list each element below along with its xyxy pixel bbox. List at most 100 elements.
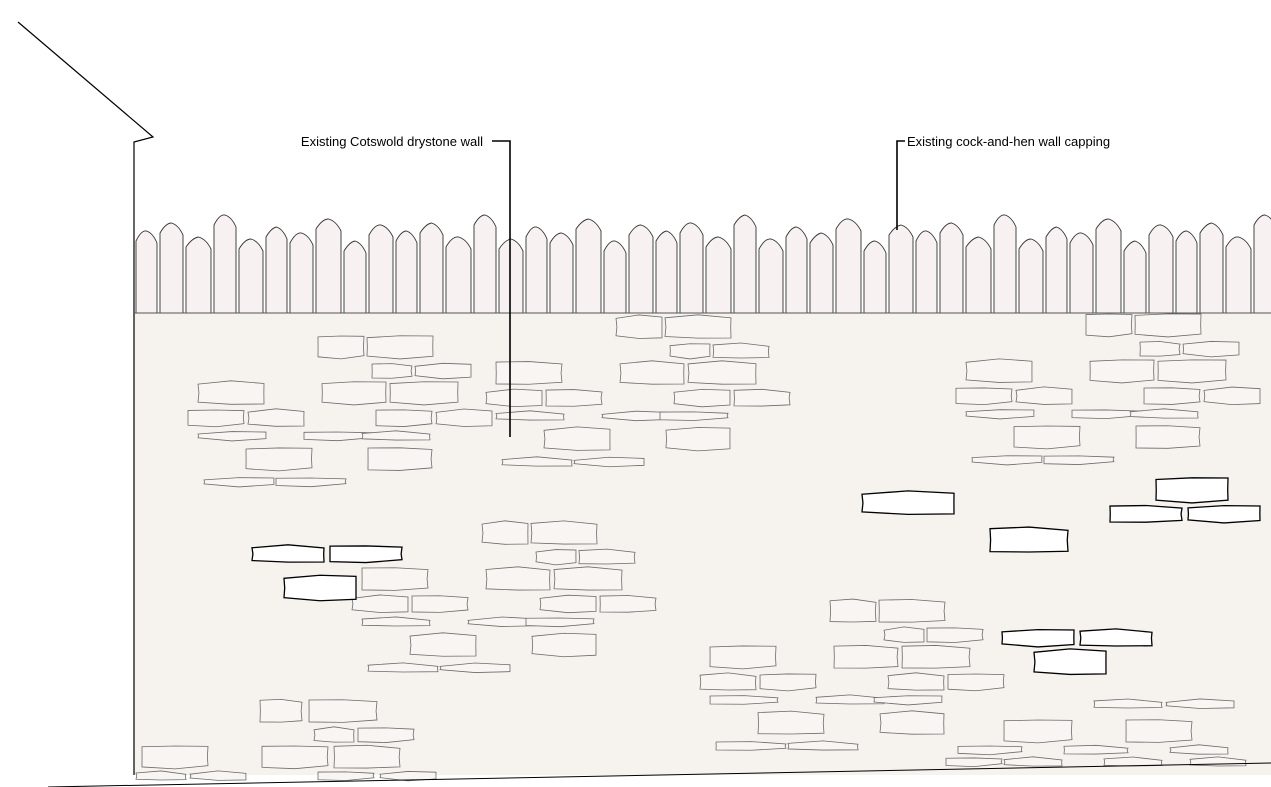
wall-stone [873, 695, 943, 706]
building-roof-line [17, 21, 155, 775]
wall-stone [351, 594, 409, 613]
wall-stone [1182, 341, 1240, 358]
capping-stone [1253, 214, 1271, 314]
wall-stone [333, 744, 401, 769]
wall-stone [283, 574, 357, 602]
capping-stone [705, 236, 732, 314]
capping-leader-line [896, 140, 905, 230]
capping-stone [628, 224, 654, 314]
wall-stone [189, 770, 247, 781]
wall-stone [1063, 744, 1129, 755]
wall-stone [197, 431, 267, 442]
wall-stone [435, 408, 493, 427]
wall-stone [971, 455, 1043, 466]
wall-stone [525, 617, 595, 628]
wall-stone [1093, 698, 1163, 709]
wall-stone [665, 427, 731, 452]
wall-stone [539, 594, 597, 614]
capping-stone [1095, 218, 1122, 314]
wall-stone [787, 740, 859, 751]
wall-stone [733, 388, 791, 407]
wall-stone [926, 627, 984, 643]
wall-stone [1155, 477, 1229, 504]
wall-stone [709, 645, 777, 670]
wall-stone [1043, 455, 1115, 465]
wall-stone [411, 595, 469, 613]
drystone-leader-line [492, 140, 511, 437]
wall-stone [357, 727, 415, 743]
capping-stone [863, 240, 887, 314]
capping-stone [213, 214, 237, 314]
wall-stone [1203, 386, 1261, 406]
wall-stone [712, 342, 770, 359]
cock-and-hen-capping [135, 214, 1271, 314]
wall-stone [495, 410, 565, 421]
wall-stone [699, 672, 757, 691]
capping-stone [965, 236, 992, 314]
wall-stone [485, 388, 543, 408]
wall-stone [815, 694, 885, 705]
capping-stone [1123, 240, 1147, 314]
capping-stone [758, 238, 784, 314]
wall-stone [1089, 359, 1155, 384]
capping-stone [445, 236, 472, 314]
capping-stone [733, 214, 757, 314]
wall-stone [1187, 504, 1261, 524]
wall-stone [573, 456, 645, 468]
capping-stone [1225, 236, 1252, 314]
capping-stone [395, 230, 418, 314]
wall-stone [495, 361, 563, 385]
capping-stone [993, 214, 1017, 314]
capping-stone [1148, 224, 1174, 314]
wall-stone [317, 335, 365, 360]
capping-stone [1175, 230, 1198, 314]
wall-stone [957, 745, 1023, 756]
wall-stone [135, 770, 187, 781]
wall-stone [367, 662, 439, 673]
wall-stone [615, 314, 663, 339]
wall-stone [439, 662, 511, 673]
capping-stone [603, 240, 627, 314]
wall-stone [1085, 313, 1133, 338]
wall-stone [901, 645, 971, 669]
drystone-wall-label: Existing Cotswold drystone wall [300, 134, 483, 149]
capping-stone [575, 218, 602, 314]
wall-stone [1003, 719, 1073, 744]
wall-stone [687, 360, 757, 385]
capping-stone [525, 226, 548, 314]
wall-stone [251, 544, 325, 563]
wall-stone [375, 409, 433, 427]
capping-stone [368, 224, 394, 314]
capping-stone [135, 230, 158, 314]
wall-stone [553, 566, 623, 591]
wall-stone [878, 599, 946, 623]
capping-stone [1045, 226, 1068, 314]
wall-stone [187, 409, 245, 428]
wall-stone [599, 595, 657, 613]
wall-stone [531, 632, 597, 658]
wall-stone [275, 477, 347, 488]
wall-stone [259, 698, 303, 723]
capping-stone [888, 224, 914, 314]
capping-stone [473, 214, 497, 314]
wall-stone [965, 409, 1035, 420]
wall-stone [485, 566, 551, 591]
capping-stone [289, 232, 314, 314]
capping-stone [939, 222, 964, 314]
wall-stone [947, 673, 1005, 692]
wall-stone [757, 710, 825, 735]
capping-stone [419, 222, 444, 314]
wall-stone [955, 387, 1013, 406]
wall-stone [861, 490, 955, 516]
wall-stone [619, 360, 685, 385]
wall-stone [1109, 504, 1183, 523]
wall-stone [409, 632, 477, 657]
wall-stone [361, 430, 431, 441]
wall-stone [1001, 628, 1075, 648]
capping-stone [679, 222, 704, 314]
wall-capping-label: Existing cock-and-hen wall capping [907, 134, 1111, 149]
wall-stone [1139, 341, 1181, 357]
wall-stone [308, 699, 378, 723]
wall-stone [1003, 756, 1063, 767]
